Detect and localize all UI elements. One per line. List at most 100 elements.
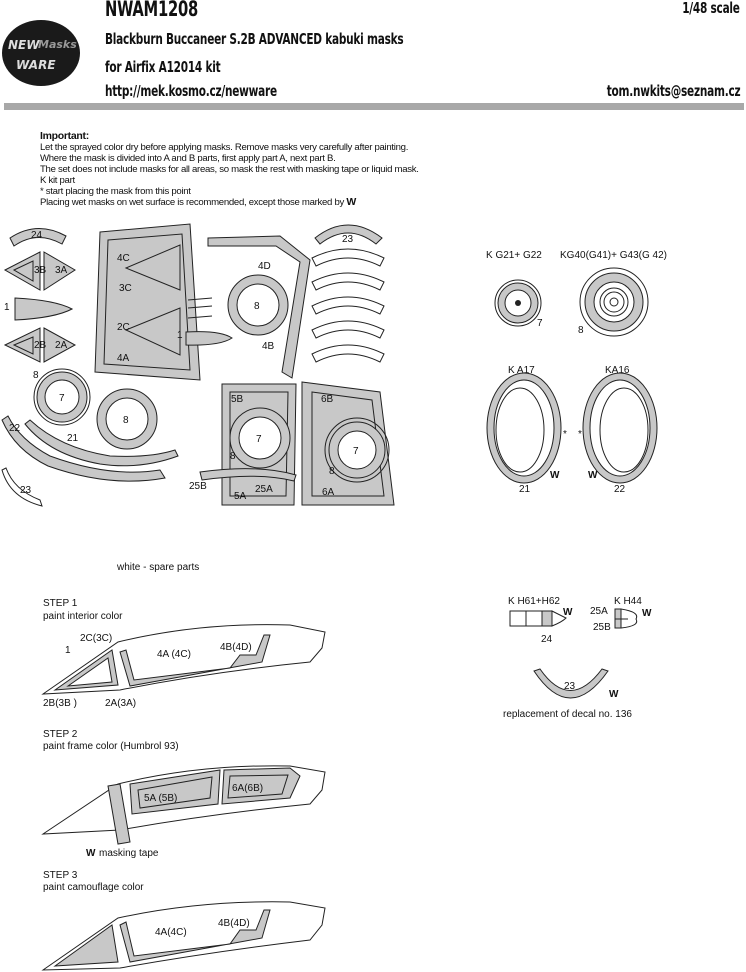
website-url: http://mek.kosmo.cz/newware [105, 82, 277, 100]
mask-label: 5B [231, 394, 244, 405]
dry-mask-icon: W [550, 470, 560, 481]
mask-label: 2C [117, 322, 130, 333]
mask-label: 7 [59, 393, 65, 404]
scale: 1/48 scale [682, 0, 740, 17]
note-line: The set does not include masks for all a… [40, 164, 419, 175]
start-point-icon: * [563, 429, 567, 440]
logo-text: NEW [8, 38, 40, 52]
product-title: Blackburn Buccaneer S.2B ADVANCED kabuki… [105, 30, 404, 48]
mask-label: 24 [541, 634, 553, 645]
mask-group-center [94, 223, 395, 506]
dry-mask-icon: W [563, 607, 573, 618]
mask-label: 1 [177, 330, 183, 341]
decal-replacement-note: replacement of decal no. 136 [503, 709, 632, 720]
kit-parts: K G21+ G22 7 KG40(G41)+ G43(G 42) 8 K A1… [486, 250, 667, 720]
dry-mask-icon: W [588, 470, 598, 481]
kit-part-ref: K H61+H62 [508, 596, 560, 607]
mask-label: 24 [31, 230, 43, 241]
header-divider [4, 103, 744, 110]
step-description: paint camouflage color [43, 882, 144, 893]
mask-label: 8 [578, 325, 584, 336]
mask-label: 23 [342, 234, 354, 245]
step-label: 4A(4C) [155, 927, 187, 938]
mask-label: 25B [593, 622, 611, 633]
email: tom.nwkits@seznam.cz [606, 82, 740, 100]
mask-label: 2B [34, 340, 47, 351]
mask-label: 2A [55, 340, 68, 351]
dry-mask-icon: W [642, 608, 652, 619]
step-title: STEP 2 [43, 729, 78, 740]
mask-label: 7 [537, 318, 543, 329]
mask-label: 22 [9, 423, 21, 434]
step-label: 2A(3A) [105, 698, 136, 709]
mask-label: 8 [254, 301, 260, 312]
step-title: STEP 1 [43, 598, 78, 609]
mask-label: 4B [262, 341, 275, 352]
kit-part-ref: K G21+ G22 [486, 250, 542, 261]
kit-reference: for Airfix A12014 kit [105, 58, 221, 76]
mask-label: 21 [519, 484, 531, 495]
start-point-icon: * [578, 429, 582, 440]
mask-labels: 24 3B 3A 1 2B 2A 4C 3C 2C 4A 1 4D 8 4B 2… [4, 230, 359, 573]
mask-label: 23 [564, 681, 576, 692]
step-label: 4B(4D) [218, 918, 250, 929]
step-description: paint frame color (Humbrol 93) [43, 741, 179, 752]
logo-text: Masks [38, 38, 77, 51]
mask-label: 21 [67, 433, 79, 444]
note-line: Where the mask is divided into A and B p… [40, 153, 336, 164]
mask-label: 25B [189, 481, 207, 492]
mask-label: 6A [322, 487, 335, 498]
mask-label: 4C [117, 253, 130, 264]
step-label: 4B(4D) [220, 642, 252, 653]
mask-label: 7 [256, 434, 262, 445]
mask-label: 22 [614, 484, 626, 495]
note-line: Placing wet masks on wet surface is reco… [40, 197, 344, 208]
step-title: STEP 3 [43, 870, 78, 881]
notes-heading: Important: [40, 130, 89, 142]
step-3: STEP 3 paint camouflage color 4A(4C) 4B(… [41, 870, 326, 971]
kit-part-ref: K A17 [508, 365, 535, 376]
mask-label: 3B [34, 265, 47, 276]
step-label: 5A (5B) [144, 793, 177, 804]
dry-mask-icon: W [346, 196, 356, 208]
mask-label: 8 [230, 451, 236, 462]
step-label: 2B(3B ) [43, 698, 77, 709]
mask-label: 6B [321, 394, 334, 405]
dry-mask-icon: W [609, 689, 619, 700]
mask-label: 7 [353, 446, 359, 457]
mask-label: 3A [55, 265, 68, 276]
note-line: * start placing the mask from this point [40, 186, 191, 197]
mask-label: 25A [255, 484, 273, 495]
mask-label: 4A [117, 353, 130, 364]
note-line: K kit part [40, 175, 75, 186]
mask-label: 8 [33, 370, 39, 381]
wheel-hub-icon [515, 300, 521, 306]
dry-mask-icon: W [86, 848, 96, 859]
step-2: STEP 2 paint frame color (Humbrol 93) 5A… [41, 729, 326, 859]
step-1: STEP 1 paint interior color 1 2C(3C) 4A … [41, 598, 326, 709]
masking-tape-label: masking tape [99, 848, 159, 859]
mask-label: 3C [119, 283, 132, 294]
product-code: NWAM1208 [105, 0, 199, 21]
mask-label: 8 [123, 415, 129, 426]
logo-text: WARE [16, 58, 56, 72]
important-notes: Important: Let the sprayed color dry bef… [40, 130, 419, 209]
new-ware-logo: NEW Masks WARE [2, 20, 80, 86]
step-label: 4A (4C) [157, 649, 191, 660]
kit-part-ref: K H44 [614, 596, 642, 607]
mask-label: 1 [4, 302, 10, 313]
mask-label: 25A [590, 606, 608, 617]
step-label: 2C(3C) [80, 633, 112, 644]
mask-label: 23 [20, 485, 32, 496]
note-line: Let the sprayed color dry before applyin… [40, 142, 409, 153]
step-description: paint interior color [43, 611, 123, 622]
kit-part-ref: KG40(G41)+ G43(G 42) [560, 250, 667, 261]
mask-group-left [1, 228, 179, 507]
step-label: 1 [65, 645, 71, 656]
mask-label: 8 [329, 466, 335, 477]
step-label: 6A(6B) [232, 783, 263, 794]
mask-label: 5A [234, 491, 247, 502]
mask-label: 4D [258, 261, 271, 272]
kit-part-ref: KA16 [605, 365, 630, 376]
